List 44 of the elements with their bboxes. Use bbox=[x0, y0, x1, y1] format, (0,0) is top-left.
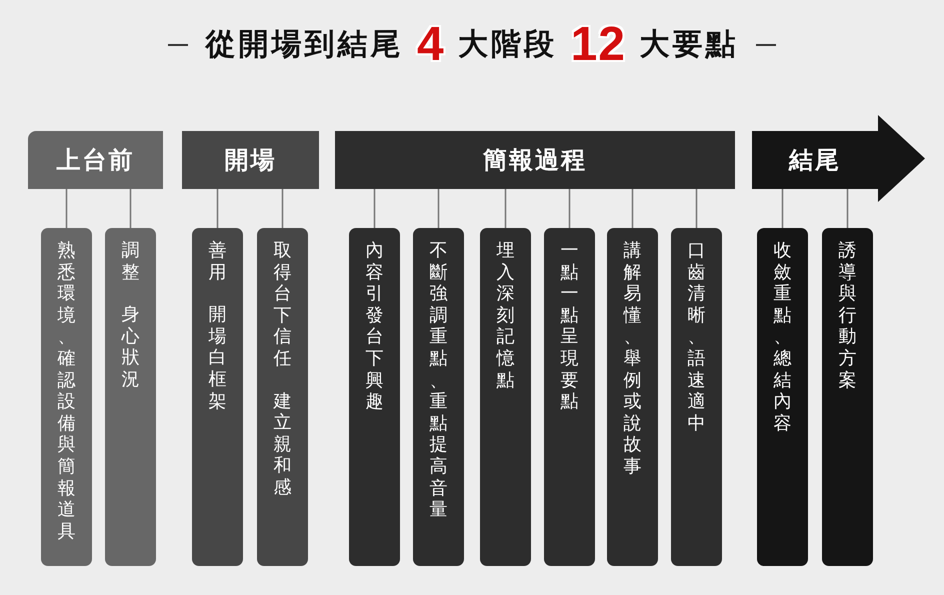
key-point-bar bbox=[105, 228, 156, 566]
key-point-text: 埋入深刻記憶點 bbox=[496, 240, 516, 392]
key-point-text: 一點一點呈現要點 bbox=[560, 240, 580, 413]
key-point-bar bbox=[822, 228, 873, 566]
key-point-bar bbox=[257, 228, 308, 566]
key-point-text: 講解易懂、舉例或說故事 bbox=[622, 240, 642, 478]
key-point-bar bbox=[480, 228, 531, 566]
connector-line bbox=[282, 189, 284, 228]
connector-line bbox=[782, 189, 784, 228]
connector-line bbox=[130, 189, 132, 228]
connector-line bbox=[846, 189, 848, 228]
key-point-bar bbox=[671, 228, 722, 566]
key-point-text: 身心狀況 bbox=[120, 304, 140, 391]
connector-line bbox=[568, 189, 570, 228]
key-point-text: 收斂重點、總結內容 bbox=[772, 240, 792, 434]
connector-line bbox=[696, 189, 698, 228]
key-point-text: 熟悉環境、確認設備與簡報道具 bbox=[56, 240, 76, 542]
key-point-text: 善用 bbox=[208, 240, 228, 284]
key-point-bar bbox=[607, 228, 658, 566]
connector-line bbox=[66, 189, 68, 228]
key-point-bar bbox=[413, 228, 464, 566]
title: 從開場到結尾 4 大階段 12 大要點 bbox=[206, 17, 738, 73]
key-point-text: 建立親和感 bbox=[272, 390, 292, 499]
stage-title: 結尾 bbox=[788, 145, 842, 176]
connector-line bbox=[504, 189, 506, 228]
connector-line bbox=[632, 189, 634, 228]
connector-line bbox=[216, 189, 218, 228]
stage-header: 開場 bbox=[182, 131, 319, 189]
key-point-bar bbox=[192, 228, 243, 566]
stage-header: 上台前 bbox=[28, 131, 163, 189]
key-point-bar bbox=[41, 228, 92, 566]
key-point-bar bbox=[349, 228, 400, 566]
key-point-bar bbox=[757, 228, 808, 566]
key-point-text: 口齒清晰、語速適中 bbox=[686, 240, 706, 434]
key-point-bar bbox=[544, 228, 595, 566]
key-point-text: 開場白框架 bbox=[208, 304, 228, 412]
key-point-text: 誘導與行動方案 bbox=[838, 240, 858, 392]
key-point-text: 取得台下信任 bbox=[272, 240, 292, 370]
key-point-text: 不斷強調重點、重點提高音量 bbox=[428, 240, 448, 521]
key-point-text: 調整 bbox=[120, 240, 140, 284]
key-point-text: 內容引發台下興趣 bbox=[364, 240, 384, 413]
connector-line bbox=[374, 189, 376, 228]
stage-header: 簡報過程 bbox=[335, 131, 735, 189]
connector-line bbox=[438, 189, 440, 228]
